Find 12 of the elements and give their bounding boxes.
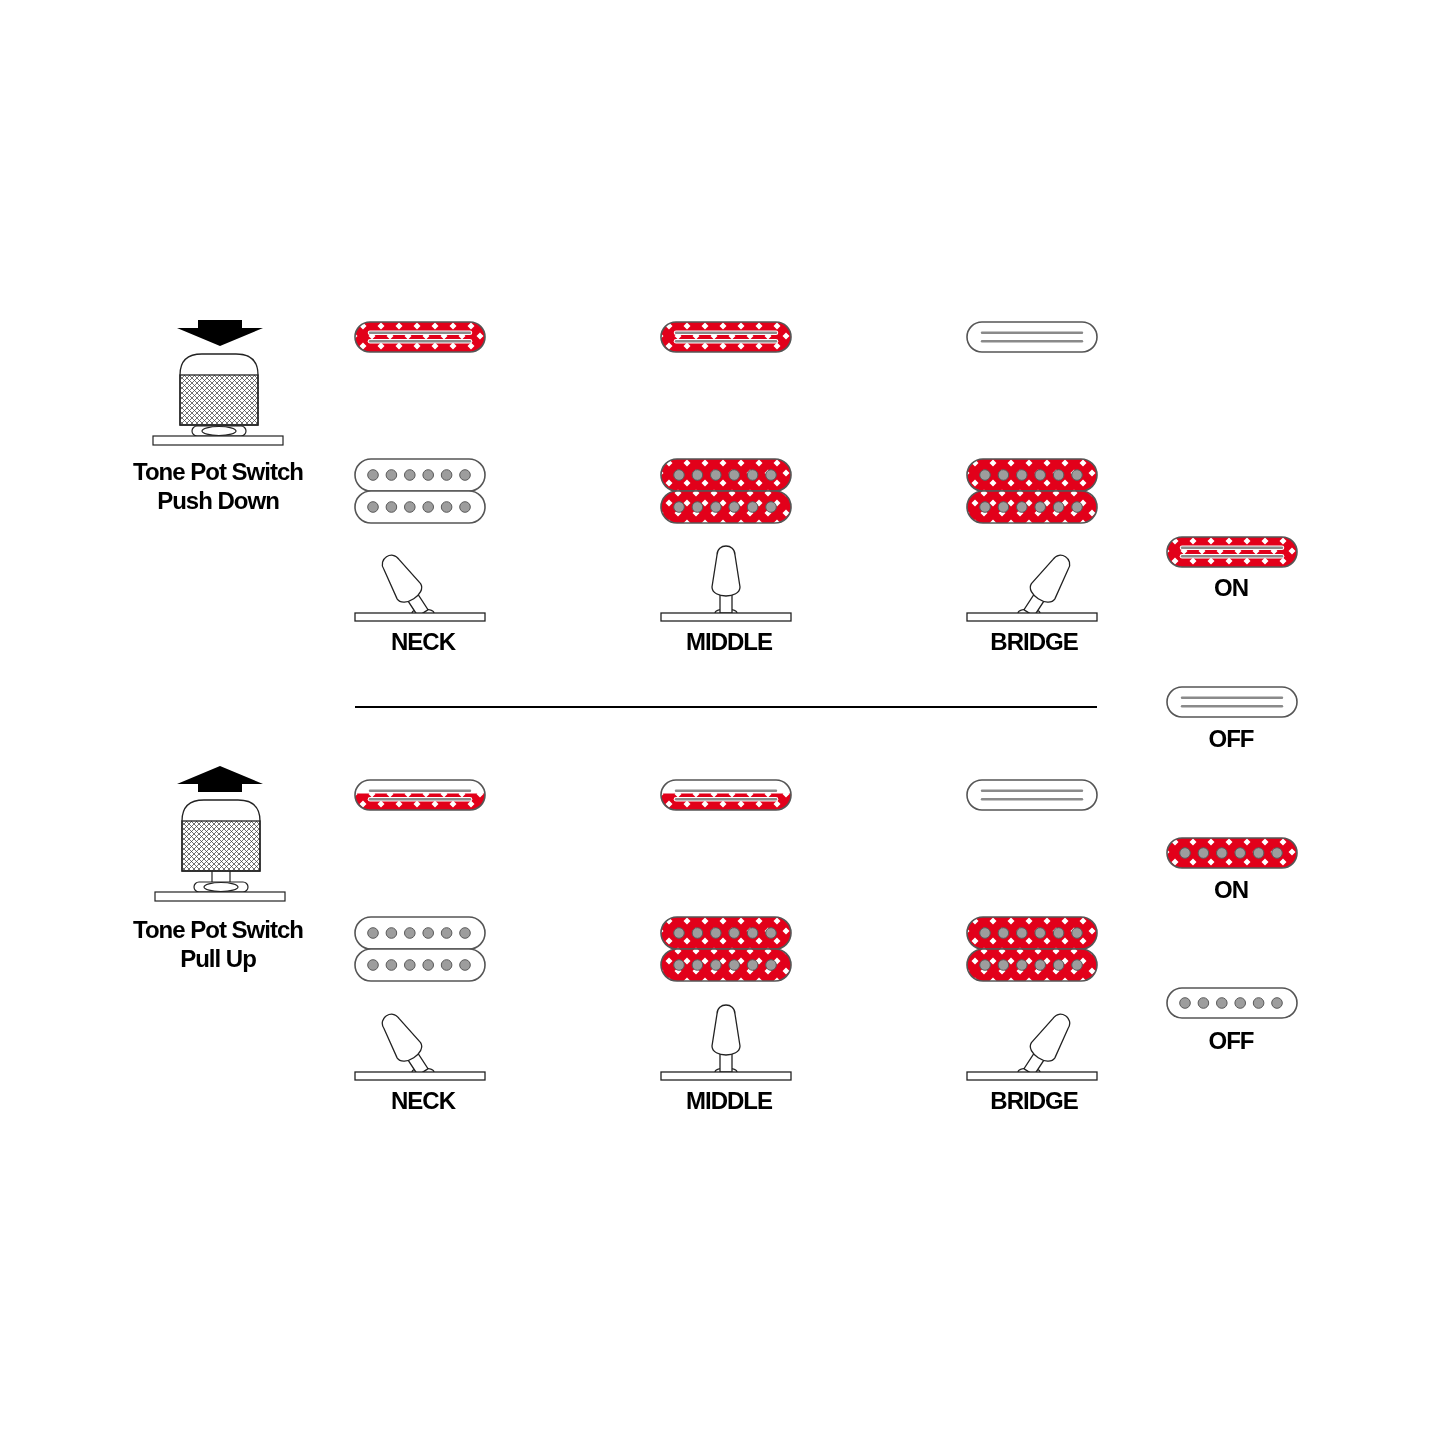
legend-label: OFF — [1208, 725, 1254, 752]
knob-caption: Tone Pot Switch Push Down — [133, 458, 303, 514]
position-label: BRIDGE — [990, 1087, 1078, 1114]
legend-label: OFF — [1208, 1027, 1254, 1054]
position-label: MIDDLE — [686, 1087, 772, 1114]
legend-label: ON — [1214, 574, 1248, 601]
knob-caption: Tone Pot Switch Pull Up — [133, 916, 303, 972]
position-label: BRIDGE — [990, 628, 1078, 655]
position-label: NECK — [391, 1087, 455, 1114]
position-label: MIDDLE — [686, 628, 772, 655]
legend-label: ON — [1214, 876, 1248, 903]
position-label: NECK — [391, 628, 455, 655]
